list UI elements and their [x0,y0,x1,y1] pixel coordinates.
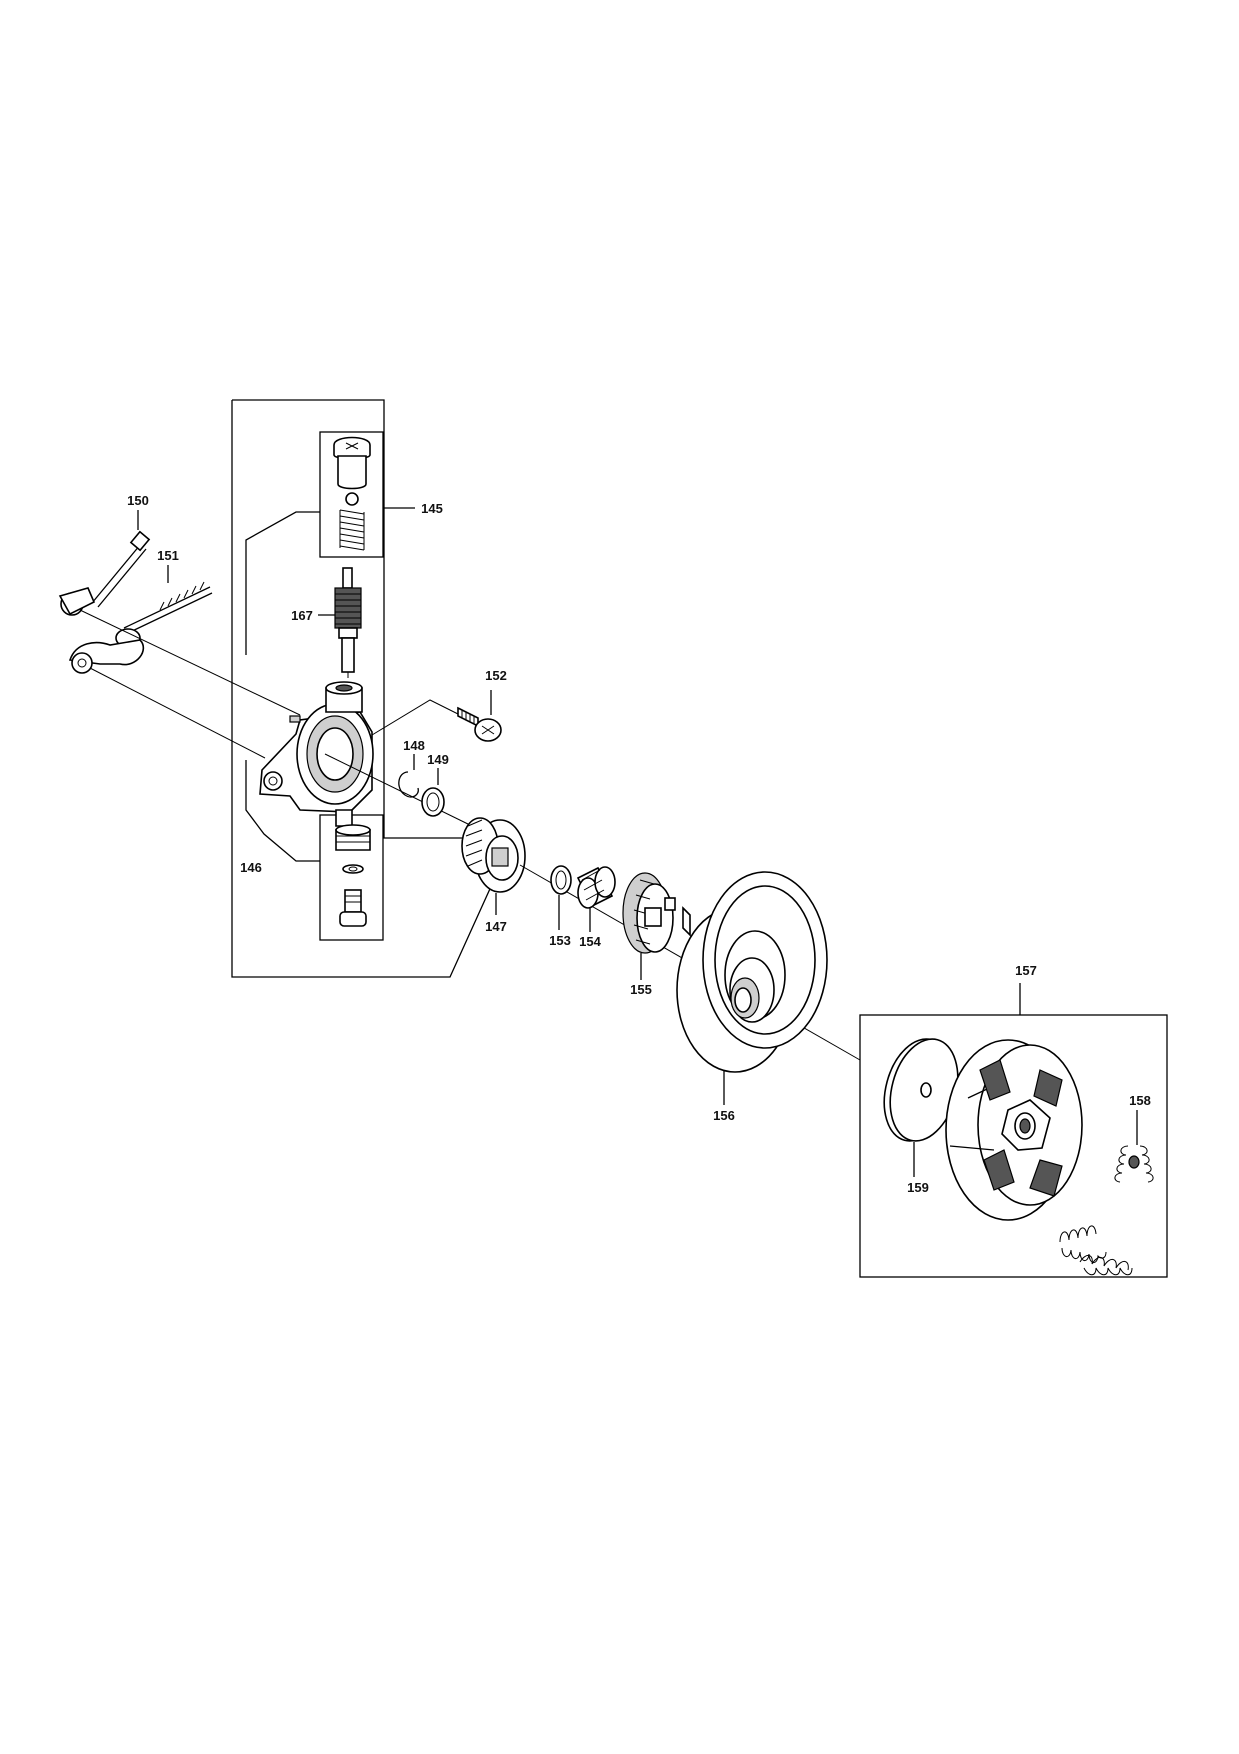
callout-147: 147 [485,919,507,934]
part-153-washer [550,865,572,930]
clutch-group-frame [859,983,1168,1278]
callout-145: 145 [421,501,443,516]
callout-152: 152 [485,668,507,683]
callout-155: 155 [630,982,652,997]
bracket-146 [245,760,320,862]
part-152-screw [457,690,502,742]
part-147-gear-cover [461,817,526,915]
callout-157: 157 [1015,963,1037,978]
part-150-bolt [58,510,151,616]
valve-kit-top-box [319,431,384,558]
part-155-sprocket [622,872,676,980]
part-146-valve-kit [335,824,371,927]
callout-150: 150 [127,493,149,508]
leader-151-pump [89,667,266,759]
callout-156: 156 [713,1108,735,1123]
callout-153: 153 [549,933,571,948]
callout-158: 158 [1129,1093,1151,1108]
leader-150-pump [79,609,301,716]
part-159-washer-disc [883,1038,959,1177]
oil-pump-housing [259,672,374,827]
part-145-valve-kit [333,436,371,551]
part-151-stud [68,565,213,674]
callout-148: 148 [403,738,425,753]
part-158-springs [1059,1110,1154,1276]
clutch-shoes-assembly [945,1039,1083,1221]
bracket-145 [245,511,320,655]
callout-151: 151 [157,548,179,563]
callout-154: 154 [579,934,601,949]
part-148-circlip [398,754,419,798]
axis-line-pump [324,753,471,826]
oil-pump-group-frame [231,399,515,978]
part-156-clutch-drum [676,871,828,1105]
leader-152 [371,699,461,736]
callout-149: 149 [427,752,449,767]
part-149-washer [421,768,445,817]
part-167-worm-shaft [318,567,362,673]
callout-146: 146 [240,860,262,875]
part-154-needle-bearing [576,866,616,932]
callout-159: 159 [907,1180,929,1195]
callout-167: 167 [291,608,313,623]
